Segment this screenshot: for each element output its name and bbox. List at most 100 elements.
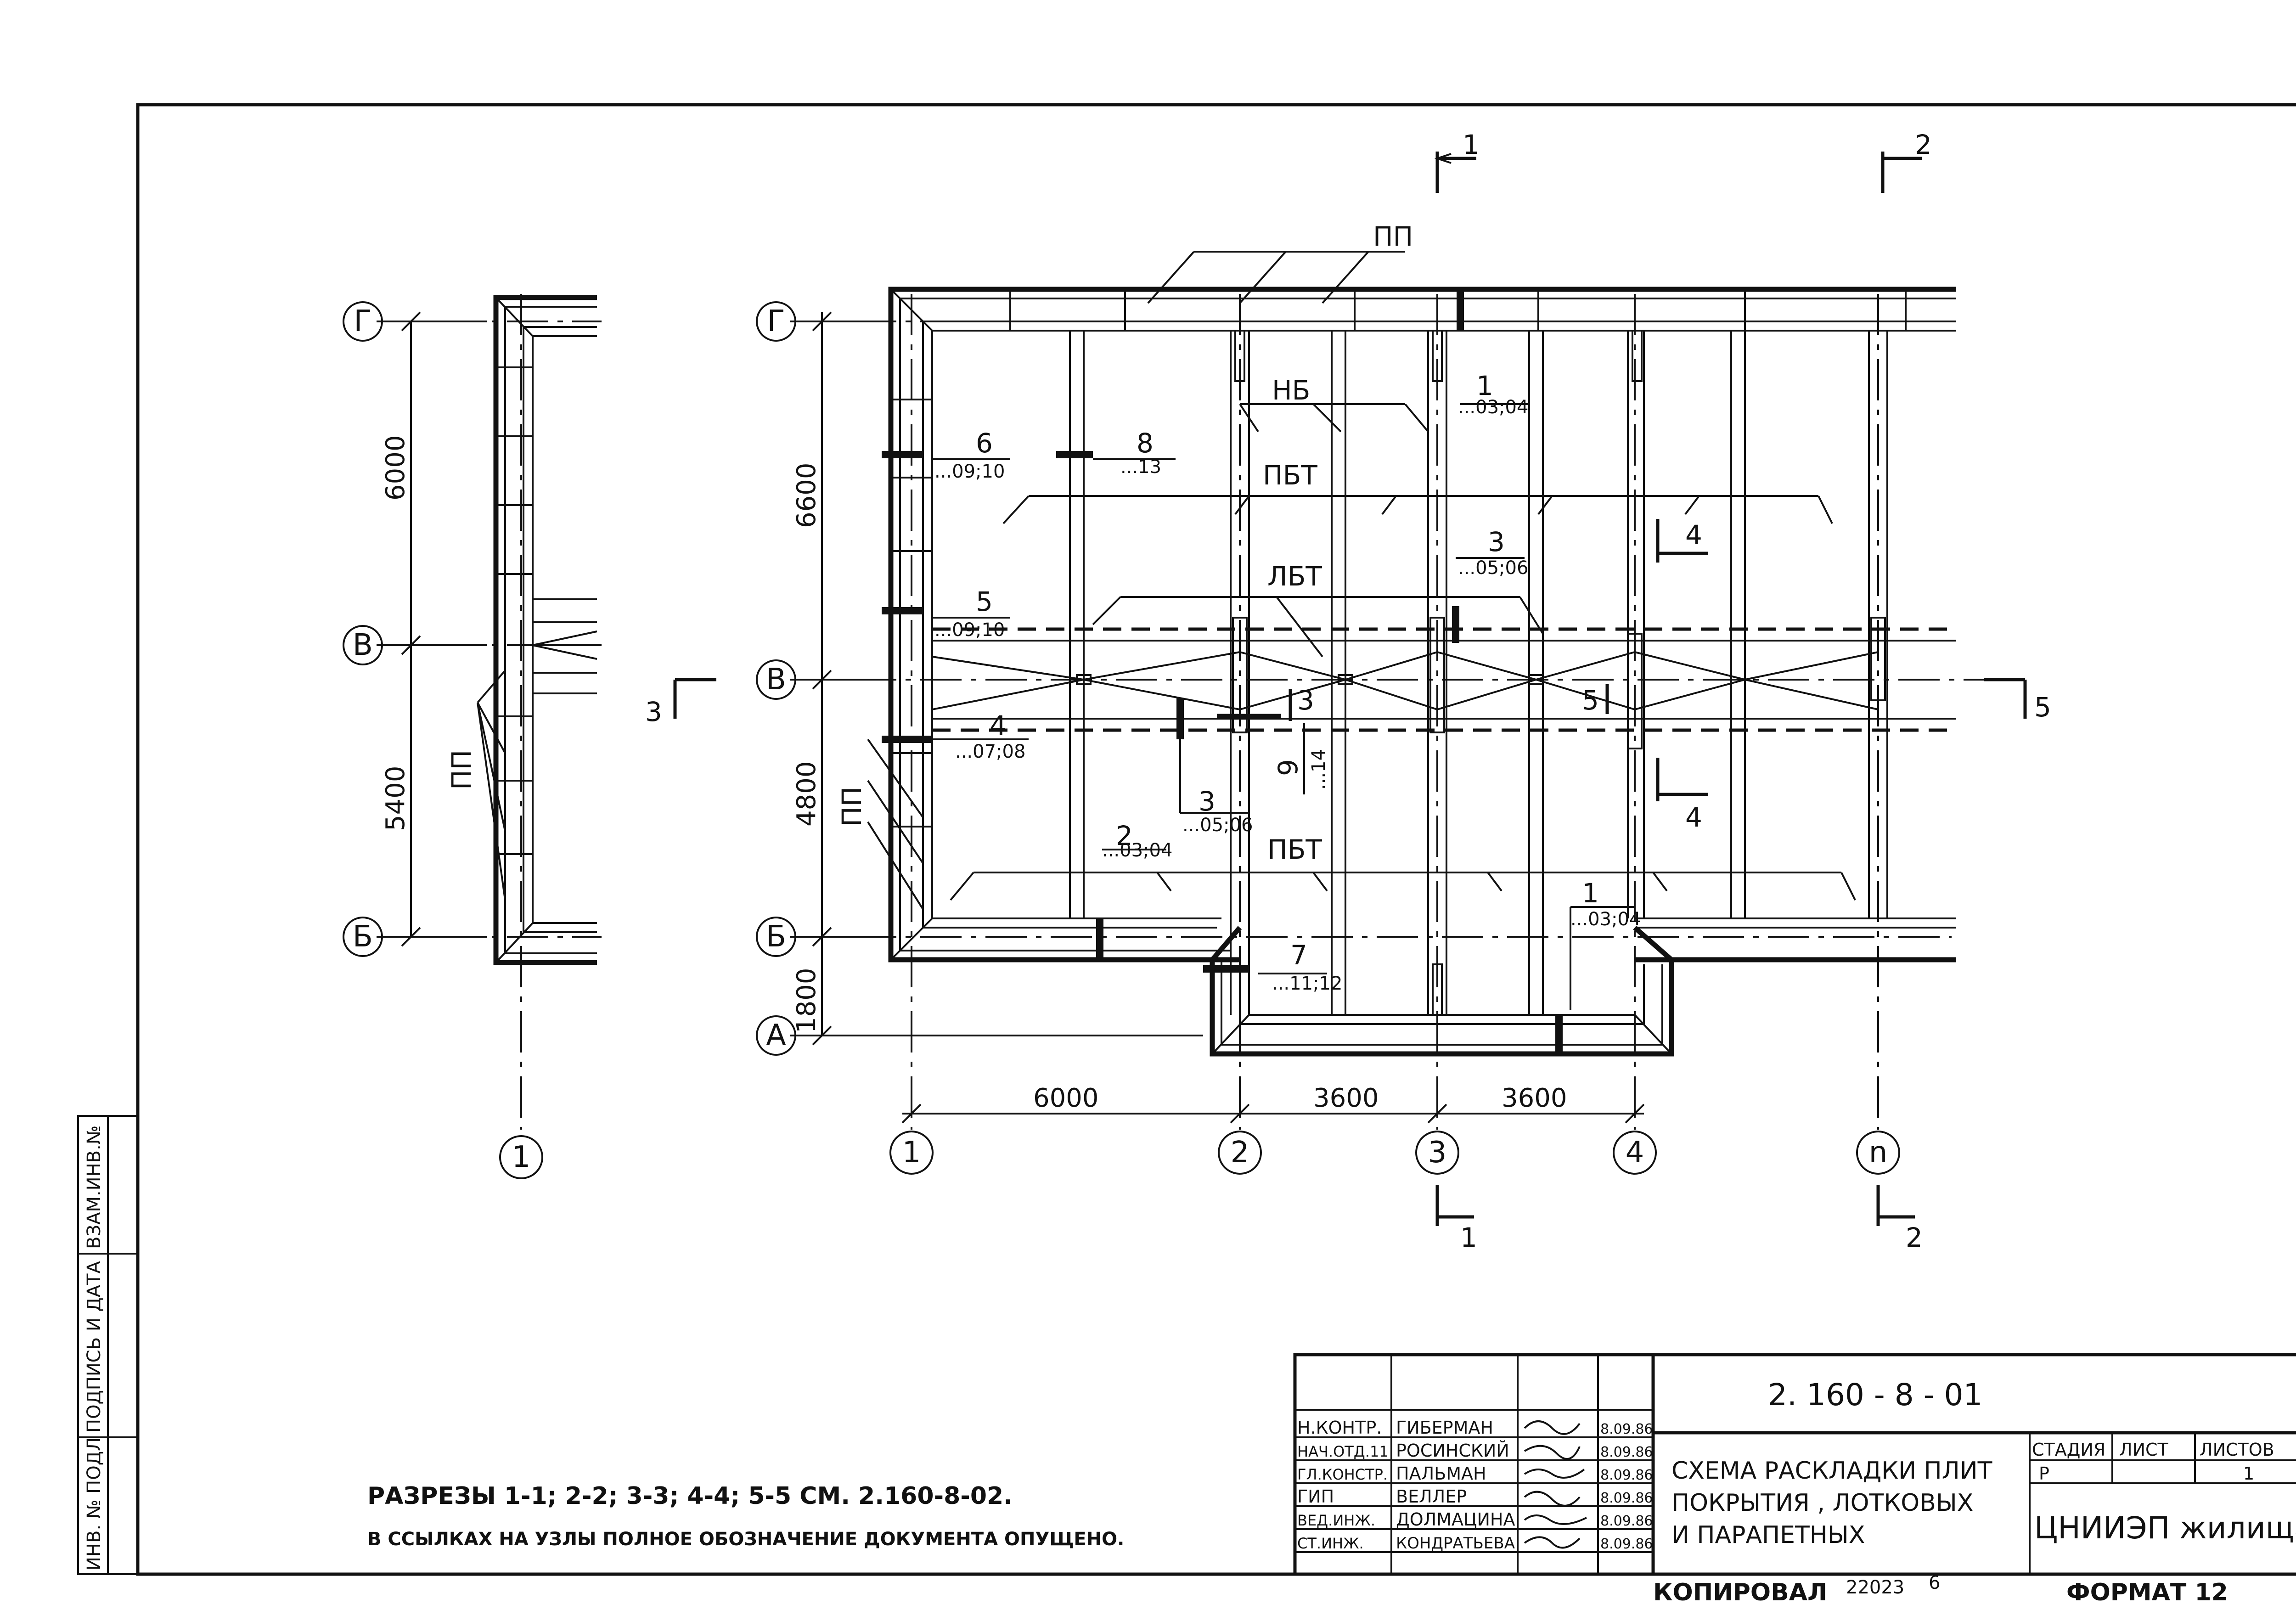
svg-text:8: 8 (1137, 428, 1154, 459)
left-axis-G: Г (354, 304, 371, 338)
svg-text:6: 6 (976, 428, 993, 459)
main-dim-1800: 1800 (792, 968, 822, 1033)
main-dim-6600: 6600 (792, 462, 822, 528)
svg-text:1: 1 (1463, 129, 1480, 160)
staff-date-3: 8.09.86 (1600, 1490, 1653, 1506)
main-dim-4800: 4800 (792, 761, 822, 827)
title-line-2: ПОКРЫТИЯ , ЛОТКОВЫХ (1671, 1489, 1973, 1517)
section-3-inner: 3 (1217, 685, 1314, 721)
node-ref-4: 4 ...07;08 (882, 710, 1029, 762)
organization: ЦНИИЭП жилища (2034, 1510, 2296, 1546)
staff-role-2: ГЛ.КОНСТР. (1297, 1466, 1388, 1483)
staff-name-4: ДОЛМАЦИНА (1396, 1509, 1515, 1530)
svg-text:7: 7 (1290, 940, 1307, 971)
svg-text:1: 1 (1582, 878, 1599, 909)
sheets-header: ЛИСТОВ (2200, 1440, 2274, 1460)
main-dim-h-3600b: 3600 (1502, 1083, 1567, 1113)
svg-text:3: 3 (1488, 526, 1505, 557)
svg-text:...03;04: ...03;04 (1570, 909, 1641, 930)
staff-date-4: 8.09.86 (1600, 1513, 1653, 1529)
staff-name-2: ПАЛЬМАН (1396, 1463, 1486, 1484)
left-axis-1: 1 (512, 1140, 531, 1174)
section-2-bottom: 2 (1876, 1185, 1923, 1253)
svg-text:1: 1 (1460, 1222, 1477, 1253)
title-line-3: И ПАРАПЕТНЫХ (1671, 1521, 1865, 1549)
section-3-left: 3 (645, 678, 716, 727)
node-ref-2: 2 ...03;04 (1102, 820, 1172, 861)
section-1-top: 1 (1434, 129, 1480, 193)
left-axis-V: В (353, 628, 373, 662)
svg-text:...07;08: ...07;08 (955, 741, 1025, 762)
left-plan: ПП 6000 5400 Г В Б 1 (343, 294, 602, 1179)
node-ref-5: 5 ...09;10 (882, 586, 1010, 641)
staff-role-4: ВЕД.ИНЖ. (1297, 1512, 1375, 1529)
staff-role-1: НАЧ.ОТД.11 (1297, 1443, 1389, 1460)
staff-date-2: 8.09.86 (1600, 1467, 1653, 1483)
svg-text:3: 3 (1199, 786, 1216, 817)
format-label: ФОРМАТ 12 (2066, 1579, 2228, 1606)
sheets-value: 1 (2243, 1463, 2254, 1484)
pp-main-left-label: ПП (836, 787, 867, 827)
main-axis-3: 3 (1428, 1136, 1447, 1170)
note-sections: РАЗРЕЗЫ 1-1; 2-2; 3-3; 4-4; 5-5 СМ. 2.16… (367, 1482, 1013, 1510)
pbt-lower-label: ПБТ (1267, 834, 1322, 865)
staff-name-3: ВЕЛЛЕР (1396, 1486, 1467, 1507)
svg-text:4: 4 (1685, 802, 1702, 833)
lbt-label: ЛБТ (1267, 561, 1322, 592)
left-dim-6000: 6000 (381, 435, 411, 501)
section-4-lower: 4 (1656, 758, 1708, 833)
note-nodes: В ССЫЛКАХ НА УЗЛЫ ПОЛНОЕ ОБОЗНАЧЕНИЕ ДОК… (367, 1529, 1124, 1550)
section-1-bottom: 1 (1435, 1185, 1477, 1253)
svg-text:2: 2 (1915, 129, 1932, 160)
main-axis-2: 2 (1231, 1136, 1249, 1170)
main-dim-h-6000: 6000 (1033, 1083, 1099, 1113)
node-ref-3-mid: 3 ...05;06 (1176, 698, 1253, 836)
staff-date-0: 8.09.86 (1600, 1421, 1653, 1437)
svg-text:...13: ...13 (1120, 456, 1161, 478)
staff-name-1: РОСИНСКИЙ (1396, 1441, 1509, 1461)
svg-text:...03;04: ...03;04 (1102, 840, 1172, 861)
main-axis-4: 4 (1626, 1136, 1644, 1170)
node-ref-8: 8 ...13 (1056, 428, 1176, 478)
staff-name-5: КОНДРАТЬЕВА (1396, 1534, 1515, 1553)
node-ref-3-top: 3 ...05;06 (1452, 526, 1528, 643)
svg-text:...03;04: ...03;04 (1458, 397, 1528, 418)
node-ref-6: 6 ...09;10 (882, 428, 1010, 482)
stage-value: Р (2039, 1463, 2049, 1484)
svg-text:...09;10: ...09;10 (934, 619, 1005, 641)
staff-date-5: 8.09.86 (1600, 1536, 1653, 1552)
side-stamp-podpis: ПОДПИСЬ И ДАТА (84, 1261, 105, 1433)
staff-date-1: 8.09.86 (1600, 1444, 1653, 1460)
svg-text:5: 5 (1582, 685, 1599, 716)
svg-text:...14: ...14 (1308, 749, 1329, 790)
side-stamp-vzam: ВЗАМ.ИНВ.№ (84, 1126, 105, 1249)
main-axis-G: Г (767, 304, 785, 338)
section-2-top: 2 (1881, 129, 1932, 193)
pp-left-label: ПП (446, 750, 477, 790)
left-dim-5400: 5400 (381, 765, 411, 831)
pp-top-label: ПП (1373, 221, 1413, 252)
pbt-upper-label: ПБТ (1263, 460, 1317, 491)
sheet-header: ЛИСТ (2119, 1440, 2169, 1460)
signature-marks (1524, 1420, 1587, 1549)
svg-text:5: 5 (976, 586, 993, 617)
node-ref-9: 9 ...14 (1272, 723, 1329, 794)
node-ref-1-lower: 1 ...03;04 (1570, 878, 1641, 1010)
copied-label: КОПИРОВАЛ (1653, 1579, 1827, 1606)
order-no: 22023 (1846, 1577, 1904, 1598)
svg-text:5: 5 (2034, 692, 2051, 723)
svg-text:9: 9 (1272, 759, 1304, 776)
svg-text:...11;12: ...11;12 (1272, 973, 1342, 994)
sheet-frame (136, 103, 2296, 1576)
svg-text:2: 2 (1906, 1222, 1923, 1253)
left-axis-B: Б (353, 920, 373, 954)
svg-text:3: 3 (645, 696, 662, 727)
svg-text:4: 4 (1685, 519, 1702, 551)
node-ref-1-top: 1 ...03;04 (1458, 370, 1529, 418)
main-axis-1: 1 (902, 1136, 921, 1170)
side-stamp: ВЗАМ.ИНВ.№ ПОДПИСЬ И ДАТА ИНВ. № ПОДЛ (77, 1115, 139, 1575)
svg-text:...05;06: ...05;06 (1182, 815, 1253, 836)
main-plan: ПП НБ ПБТ ЛБТ ПБТ ПП (756, 221, 1988, 1175)
section-5-right: 5 (1984, 678, 2051, 723)
